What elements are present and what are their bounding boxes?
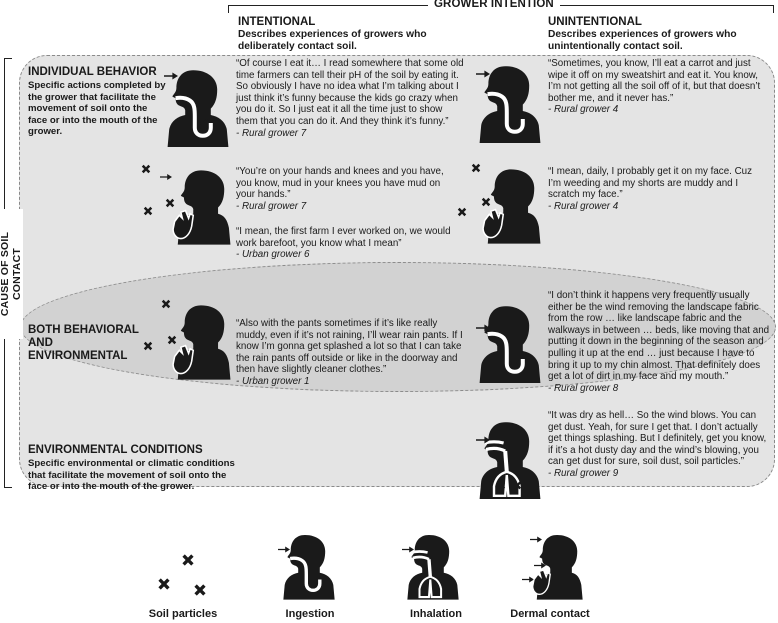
legend-label-ingestion: Ingestion (285, 608, 335, 620)
soil-particle-icon (456, 206, 468, 218)
legend-label-soil-particles: Soil particles (148, 608, 218, 620)
quote-source: - Rural grower 4 (548, 104, 619, 116)
quote-both-int: “Also with the pants sometimes if it’s l… (236, 318, 464, 388)
ingestion-figure-ind-int (166, 62, 230, 157)
soil-particles-icon (180, 552, 196, 568)
quote-ind-int-1: “Of course I eat it… I read somewhere th… (236, 58, 466, 139)
quote-text: “Sometimes, you know, I’ll eat a carrot … (548, 58, 761, 104)
quote-text: “I mean, the first farm I ever worked on… (236, 226, 451, 249)
quote-ind-int-2: “You’re on your hands and knees and you … (236, 166, 456, 212)
legend-ingestion (282, 532, 336, 605)
inhalation-icon (406, 532, 460, 600)
quote-text: “I don’t think it happens very frequentl… (548, 290, 770, 383)
ingestion-figure-ind-unint (478, 58, 542, 153)
quote-source: - Rural grower 9 (548, 467, 619, 479)
quote-source: - Rural grower 7 (236, 127, 307, 139)
quote-ind-unint-1: “Sometimes, you know, I’ll eat a carrot … (548, 58, 773, 116)
legend-label-dermal: Dermal contact (510, 608, 590, 620)
quote-text: “It was dry as hell… So the wind blows. … (548, 410, 767, 468)
ingestion-icon (478, 298, 542, 388)
quote-text: “Of course I eat it… I read somewhere th… (236, 58, 464, 127)
quote-ind-unint-2: “I mean, daily, I probably get it on my … (548, 166, 763, 212)
individual-behavior-desc: Specific actions completed by the grower… (28, 80, 166, 137)
both-ellipse (20, 262, 776, 392)
quote-ind-int-3: “I mean, the first farm I ever worked on… (236, 226, 461, 261)
legend-inhalation (406, 532, 460, 605)
quote-env-unint: “It was dry as hell… So the wind blows. … (548, 410, 770, 480)
dermal-contact-icon (480, 162, 542, 248)
unintentional-label: UNINTENTIONAL (548, 16, 642, 28)
arrow-icon (476, 436, 490, 444)
quote-text: “You’re on your hands and knees and you … (236, 166, 444, 201)
quote-both-unint: “I don’t think it happens very frequentl… (548, 290, 770, 394)
individual-behavior-title: INDIVIDUAL BEHAVIOR (28, 66, 157, 78)
soil-particle-icon (142, 340, 154, 352)
environmental-title: ENVIRONMENTAL CONDITIONS (28, 444, 203, 456)
intentional-header: INTENTIONAL Describes experiences of gro… (238, 16, 458, 54)
dermal-contact-icon (170, 163, 232, 249)
quote-text: “I mean, daily, I probably get it on my … (548, 166, 753, 201)
soil-particles-icon (156, 576, 172, 592)
legend-label-inhalation: Inhalation (410, 608, 462, 620)
quote-text: “Also with the pants sometimes if it’s l… (236, 318, 463, 376)
soil-particles-icon (192, 582, 208, 598)
intentional-label: INTENTIONAL (238, 16, 316, 28)
soil-particle-icon (142, 205, 154, 217)
arrow-icon (402, 546, 414, 553)
quote-source: - Urban grower 1 (236, 375, 310, 387)
ingestion-icon (282, 532, 336, 600)
unintentional-desc: Describes experiences of growers who uni… (548, 28, 737, 53)
grower-intention-title: GROWER INTENTION (428, 0, 560, 10)
ingestion-figure-both-unint (478, 298, 542, 393)
quote-source: - Rural grower 4 (548, 200, 619, 212)
environmental-desc: Specific environmental or climatic condi… (28, 458, 235, 492)
arrow-icon (476, 70, 490, 78)
arrow-icon (476, 324, 490, 332)
quote-source: - Urban grower 6 (236, 249, 310, 261)
environmental-band (21, 392, 773, 485)
dermal-contact-icon (170, 298, 232, 384)
arrow-icon (278, 546, 290, 553)
quote-source: - Rural grower 8 (548, 382, 619, 394)
both-title: BOTH BEHAVIORAL AND ENVIRONMENTAL (28, 324, 139, 362)
cause-of-soil-contact-title: CAUSE OF SOIL CONTACT (0, 209, 23, 339)
intentional-desc: Describes experiences of growers who del… (238, 28, 427, 53)
inhalation-figure-env-unint (478, 416, 542, 507)
soil-particle-icon (140, 163, 152, 175)
inhalation-icon (478, 416, 542, 502)
dermal-contact-icon (530, 532, 584, 600)
arrow-icon (164, 72, 178, 80)
unintentional-header: UNINTENTIONAL Describes experiences of g… (548, 16, 768, 54)
quote-source: - Rural grower 7 (236, 200, 307, 212)
